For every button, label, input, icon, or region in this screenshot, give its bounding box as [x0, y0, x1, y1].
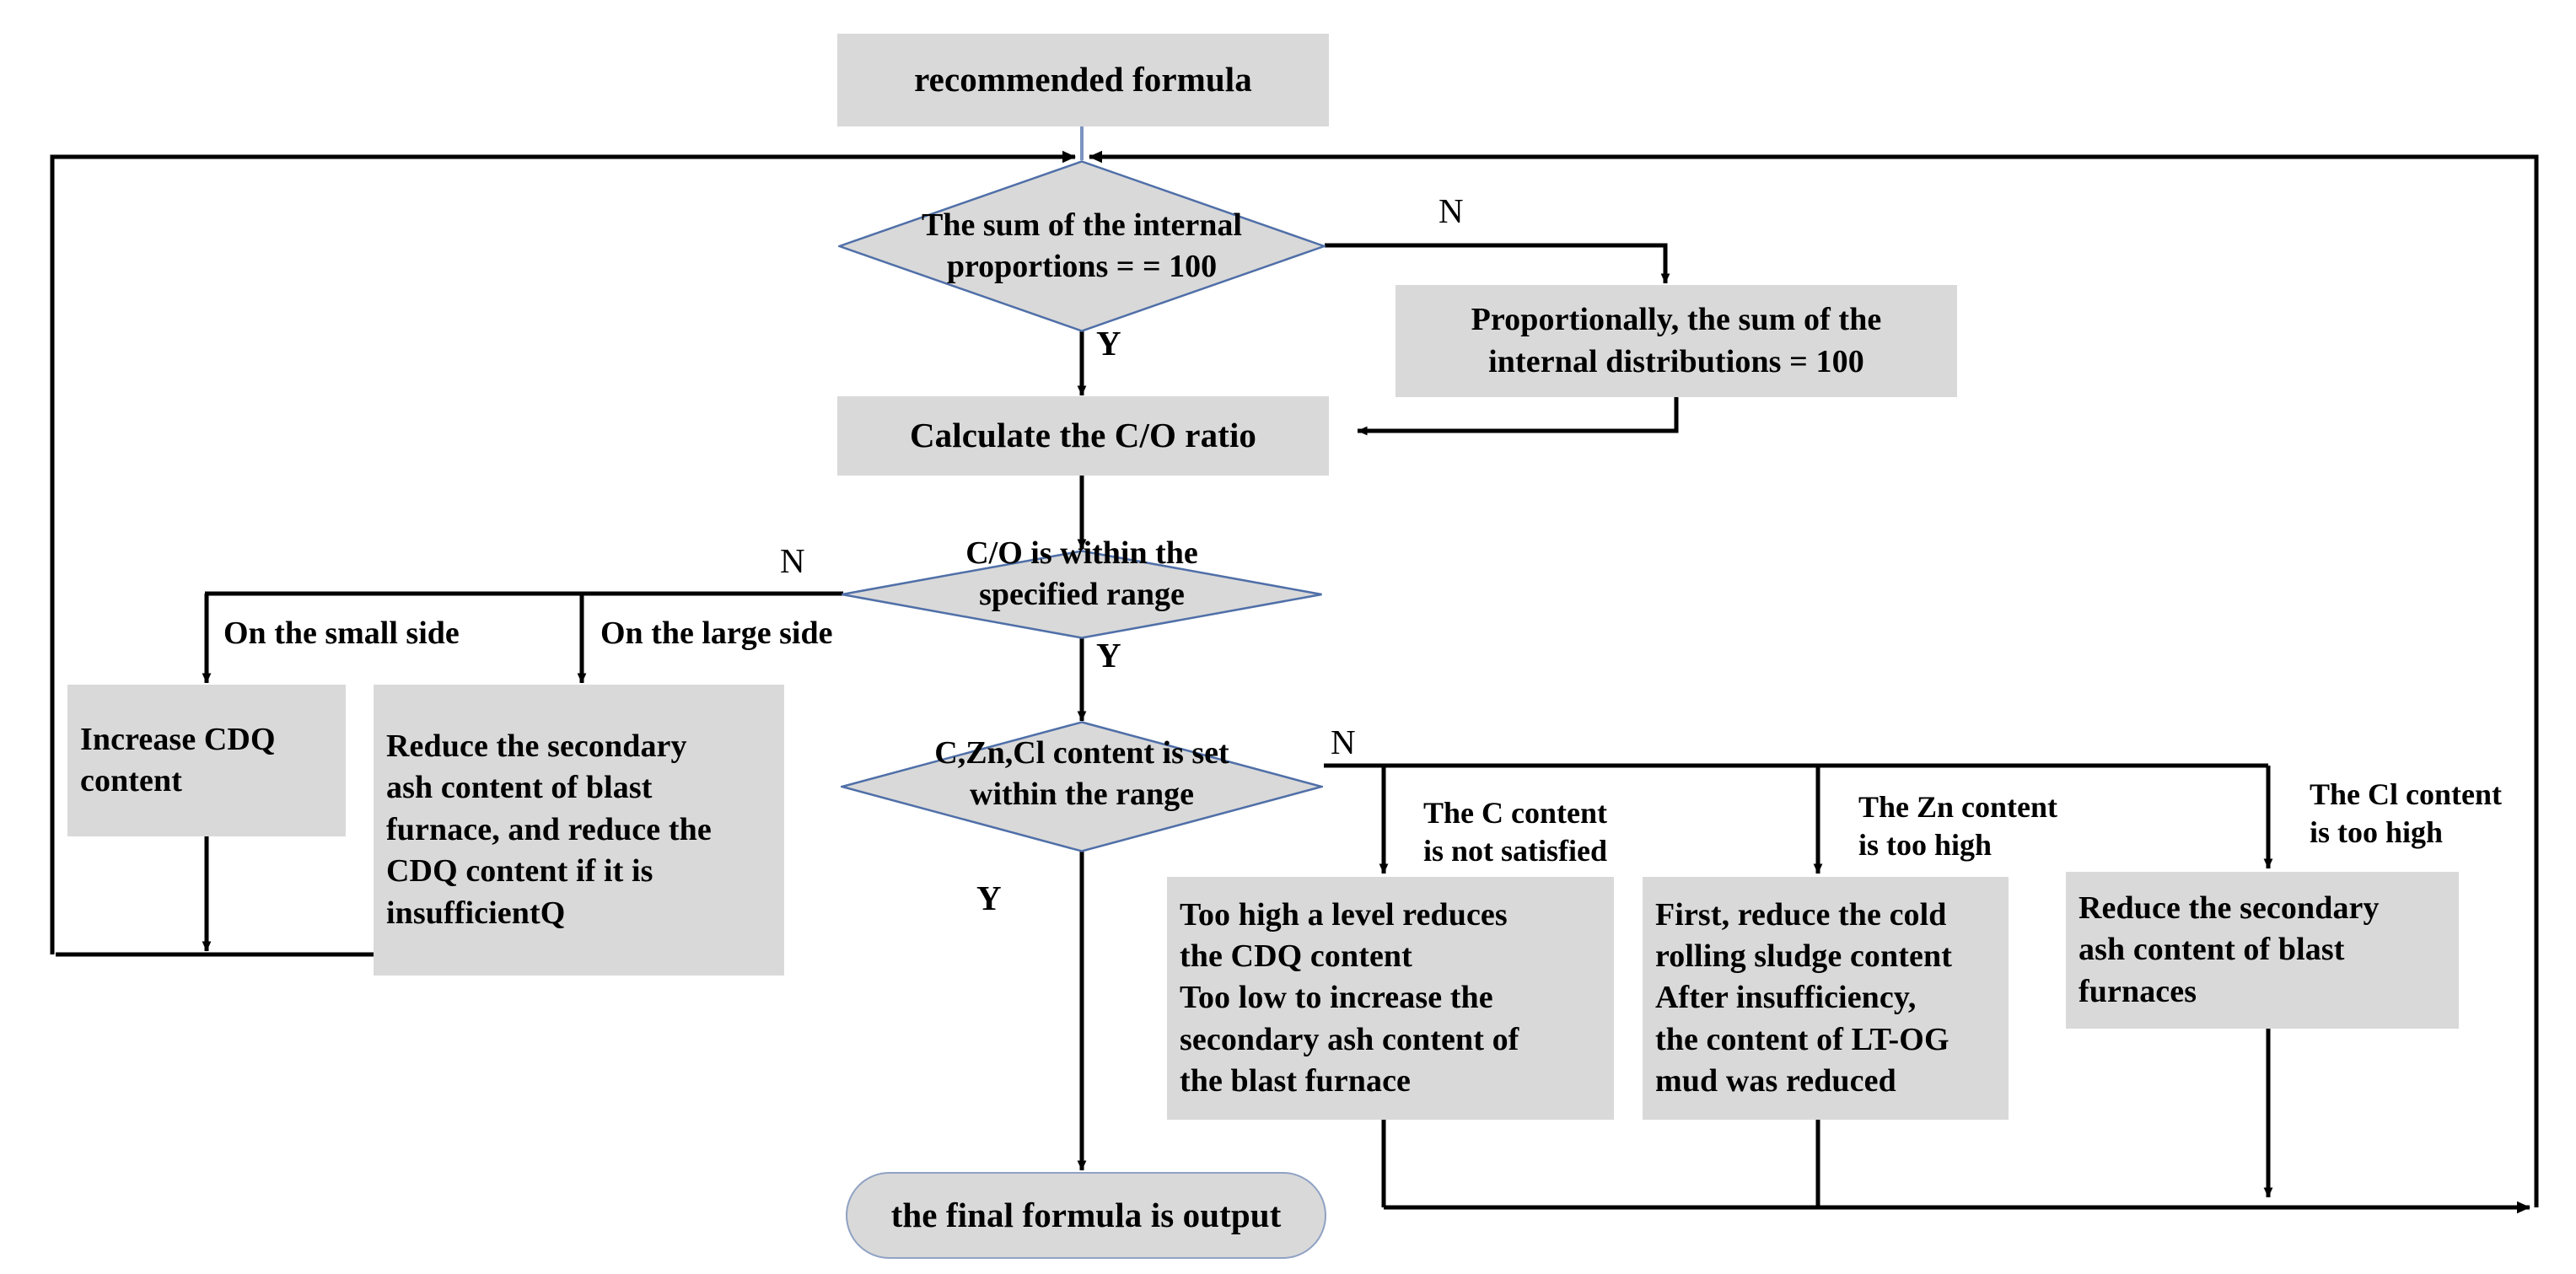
node-fix-cl-content[interactable]: Reduce the secondary ash content of blas… [2066, 872, 2459, 1029]
edge-label-co-yes: Y [1096, 636, 1121, 675]
diamond-shape [841, 721, 1323, 852]
node-decision-czncl-range[interactable]: C,Zn,Cl content is set within the range [841, 721, 1323, 852]
node-fix-c-content-label: Too high a level reduces the CDQ content… [1180, 896, 1519, 1099]
edge-label-sum-no: N [1439, 191, 1464, 230]
edge-label-zn-branch: The Zn content is too high [1858, 790, 2058, 863]
edge-label-cl-branch: The Cl content is too high [2310, 777, 2502, 850]
edge-label-co-small-side: On the small side [223, 615, 460, 651]
node-decision-sum-label: The sum of the internal proportions = = … [921, 207, 1242, 284]
node-fix-zn-content[interactable]: First, reduce the cold rolling sludge co… [1643, 877, 2009, 1120]
node-end-final-formula[interactable]: the final formula is output [846, 1172, 1326, 1259]
node-fix-sum-label: Proportionally, the sum of the internal … [1471, 302, 1882, 379]
node-fix-zn-content-label: First, reduce the cold rolling sludge co… [1655, 896, 1952, 1099]
edge-label-sum-yes: Y [1096, 324, 1121, 363]
wire-decision-sum-no [1325, 243, 1670, 284]
node-fix-c-content[interactable]: Too high a level reduces the CDQ content… [1167, 877, 1614, 1120]
node-decision-sum[interactable]: The sum of the internal proportions = = … [838, 160, 1326, 332]
node-end-final-formula-label: the final formula is output [890, 1195, 1282, 1234]
node-calculate-co-ratio[interactable]: Calculate the C/O ratio [837, 396, 1329, 476]
edge-label-czncl-no: N [1331, 723, 1356, 761]
node-start-label: recommended formula [914, 60, 1252, 99]
node-decision-co-range-label: C/O is within the specified range [965, 535, 1198, 613]
diamond-shape [842, 550, 1322, 639]
node-fix-cl-content-label: Reduce the secondary ash content of blas… [2079, 890, 2380, 1009]
edge-label-co-large-side: On the large side [600, 615, 833, 651]
edge-label-c-branch: The C content is not satisfied [1423, 796, 1608, 868]
node-increase-cdq-content[interactable]: Increase CDQ content [67, 685, 346, 836]
node-decision-co-range[interactable]: C/O is within the specified range [841, 535, 1323, 639]
diamond-shape [838, 160, 1326, 332]
node-decision-czncl-range-label: C,Zn,Cl content is set within the range [934, 735, 1229, 813]
edge-label-co-no: N [780, 541, 805, 580]
edge-label-czncl-yes: Y [976, 879, 1002, 917]
node-reduce-secondary-ash-cdq[interactable]: Reduce the secondary ash content of blas… [374, 685, 784, 976]
wire-fix-sum-to-calc [1357, 396, 1679, 436]
node-reduce-secondary-ash-cdq-label: Reduce the secondary ash content of blas… [386, 728, 712, 931]
node-fix-sum[interactable]: Proportionally, the sum of the internal … [1396, 285, 1957, 397]
node-start-recommended-formula[interactable]: recommended formula [837, 34, 1329, 126]
node-calculate-co-ratio-label: Calculate the C/O ratio [909, 416, 1257, 455]
node-increase-cdq-content-label: Increase CDQ content [80, 721, 276, 798]
